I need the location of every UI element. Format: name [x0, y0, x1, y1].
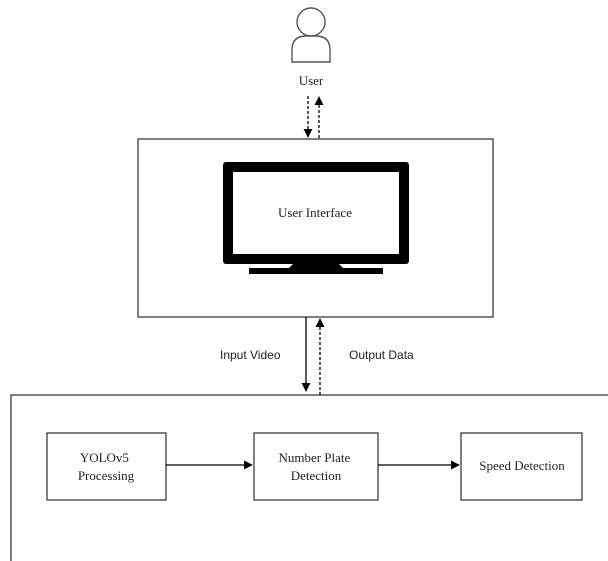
user-label: User: [299, 73, 324, 88]
speed-detection-label: Speed Detection: [479, 458, 565, 473]
monitor-icon: [223, 162, 409, 274]
number-plate-detection-box: [253, 432, 379, 501]
person-icon: [291, 7, 331, 63]
yolov5-processing-label: YOLOv5 Processing: [78, 450, 135, 483]
yolov5-processing-box: [46, 432, 167, 501]
pipeline-container: [10, 394, 608, 561]
output-data-label: Output Data: [349, 348, 414, 362]
input-video-label: Input Video: [220, 348, 281, 362]
user-interface-label: User Interface: [278, 205, 352, 220]
speed-detection-box: [460, 432, 583, 501]
number-plate-detection-label: Number Plate Detection: [278, 450, 353, 483]
